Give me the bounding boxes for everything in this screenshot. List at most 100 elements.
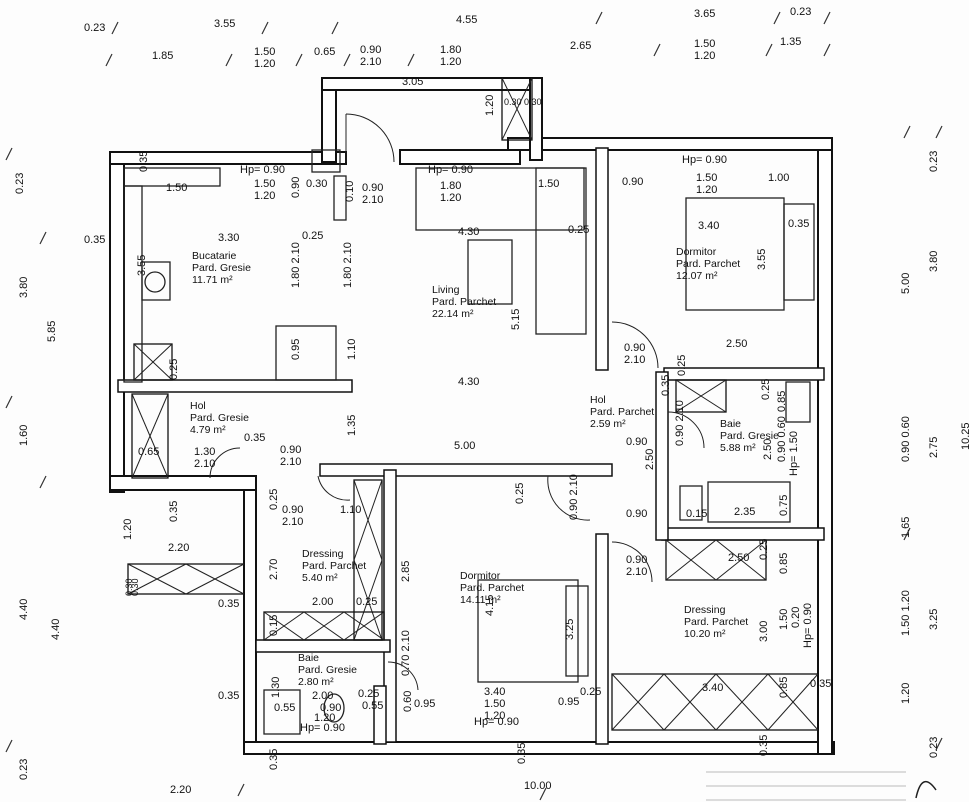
dim-220: 2.20 [168, 542, 190, 554]
dim-180d: 1.80 2.10 [342, 242, 354, 288]
room-hol-1: Hol Pard. Gresie 4.79 m² [190, 400, 249, 436]
dim-250a: 2.50 [726, 338, 748, 350]
dim-bottom-2: 10.00 [524, 780, 552, 792]
dim-025d2: 0.25 [514, 482, 526, 504]
dim-right-9: 1.50 1.20 [900, 590, 912, 636]
wall-left-upper [109, 151, 125, 493]
wall-baie2-right [373, 685, 387, 745]
dim-top-7: 1.50 1.20 [254, 46, 276, 70]
label-hp-6: Hp= 1.50 [788, 431, 800, 476]
dim-130b: 1.30 [270, 676, 282, 698]
dim-left-6: 4.40 [50, 618, 62, 640]
dim-500: 5.00 [454, 440, 476, 452]
dim-270: 2.70 [268, 558, 280, 580]
dim-right-3: 5.00 [900, 272, 912, 294]
dim-035c: 0.35 [84, 234, 106, 246]
wall-baie1-left [655, 371, 669, 541]
dim-right-1: 0.23 [928, 150, 940, 172]
dim-235: 2.35 [734, 506, 756, 518]
wall-entrance-top [321, 77, 543, 91]
dim-150a: 1.50 [166, 182, 188, 194]
door-dormitor2 [547, 475, 591, 521]
sink-baie2 [263, 689, 301, 735]
dimension-ticks [5, 11, 943, 801]
dim-025b: 0.25 [568, 224, 590, 236]
dim-095b: 0.95 [414, 698, 436, 710]
dim-090-210c: 0.90 2.10 [624, 342, 646, 366]
dim-330: 3.30 [218, 232, 240, 244]
dim-300: 3.00 [758, 620, 770, 642]
room-dormitor-1: Dormitor Pard. Parchet 12.07 m² [676, 246, 741, 282]
dim-090-210h: 0.90 2.10 [282, 504, 304, 528]
hatched-panels [127, 77, 819, 731]
door-dressing2 [611, 541, 653, 583]
dim-340c: 3.40 [702, 682, 724, 694]
dim-top-11: 2.65 [570, 40, 592, 52]
dim-left-5: 4.40 [18, 598, 30, 620]
dim-025e: 0.25 [760, 378, 772, 400]
dim-right-8: 3.25 [928, 608, 940, 630]
dim-415: 4.15 [484, 594, 496, 616]
wall-dormitor2-right [595, 533, 609, 745]
wall-hol-bottom [109, 475, 257, 491]
dim-035d: 0.35 [244, 432, 266, 444]
dim-070: 0.70 2.10 [400, 630, 412, 676]
inner-walls [117, 147, 825, 745]
dim-top-4: 3.65 [694, 8, 716, 20]
dim-090-060g: 0.90 0.60 [776, 416, 788, 462]
door-swings [209, 113, 705, 691]
dim-090i: 0.90 [626, 508, 648, 520]
dim-035j: 0.35 [516, 742, 528, 764]
dim-025g: 0.25 [758, 538, 770, 560]
dim-325: 3.25 [564, 618, 576, 640]
dim-035g: 0.35 [810, 678, 832, 690]
dim-025c: 0.25 [168, 358, 180, 380]
dim-030e: 0.30 [130, 578, 140, 596]
dim-left-3: 5.85 [46, 320, 58, 342]
dim-120c: 1.20 [314, 712, 336, 724]
dim-right-6: 0.90 0.60 [900, 416, 912, 462]
dim-025f: 0.25 [268, 488, 280, 510]
dim-035i: 0.35 [268, 748, 280, 770]
dim-030c: 0.30 [306, 178, 328, 190]
dim-010: 0.10 [344, 180, 356, 202]
label-hp-5: Hp= 0.90 [300, 722, 345, 734]
dim-top-2: 3.55 [214, 18, 236, 30]
dim-right-2: 3.80 [928, 250, 940, 272]
dim-left-7: 0.23 [18, 758, 30, 780]
label-hp-3: Hp= 0.90 [682, 154, 727, 166]
living-sofa-side [535, 167, 587, 335]
wall-top-right [507, 137, 833, 151]
dim-085b: 0.85 [778, 552, 790, 574]
dim-090f: 0.90 [626, 436, 648, 448]
kitchen-table [275, 325, 337, 381]
dim-180c: 1.80 2.10 [290, 242, 302, 288]
label-hp-2: Hp= 0.90 [428, 164, 473, 176]
toilet-baie2 [323, 693, 345, 723]
dim-015a: 0.15 [686, 508, 708, 520]
room-baie-1: Baie Pard. Gresie 5.88 m² [720, 418, 779, 454]
dim-left-1: 0.23 [14, 172, 26, 194]
dim-top-6: 1.85 [152, 50, 174, 62]
dim-120b: 1.20 [122, 518, 134, 540]
dim-020: 0.20 [790, 606, 802, 628]
label-hp-7: Hp= 0.90 [802, 603, 814, 648]
dim-top-1: 0.23 [84, 22, 106, 34]
bed-dormitor2 [477, 579, 579, 683]
dim-090b: 0.90 [622, 176, 644, 188]
dim-095a: 0.95 [290, 338, 302, 360]
dim-030a: 0.30 [504, 97, 522, 107]
dim-305: 3.05 [402, 76, 424, 88]
wall-left-lower [243, 475, 257, 755]
room-hol-2: Hol Pard. Parchet 2.59 m² [590, 394, 655, 430]
dim-090-210d: 0.90 2.10 [280, 444, 302, 468]
furniture [123, 149, 815, 735]
door-baie1 [667, 411, 705, 449]
wall-baie1-bottom [661, 527, 825, 541]
living-coffee-table [467, 239, 513, 305]
dim-250c: 2.50 [762, 438, 774, 460]
label-hp-4: Hp= 0.90 [474, 716, 519, 728]
dim-right-4: 10.25 [960, 422, 969, 450]
